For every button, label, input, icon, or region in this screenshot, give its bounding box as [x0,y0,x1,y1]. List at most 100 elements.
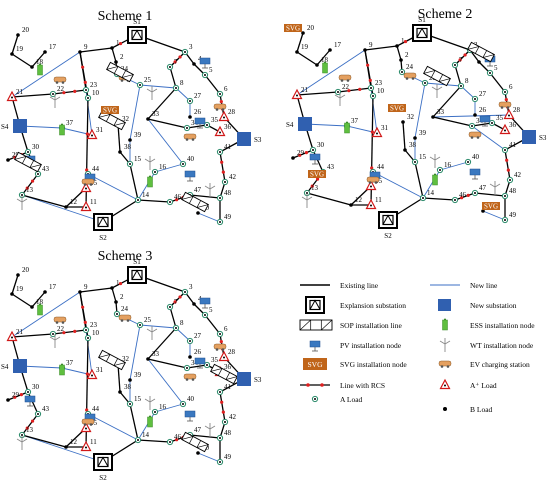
b-load-node [30,305,34,309]
rcs-marker [118,281,123,286]
devices [16,297,238,453]
rcs-marker [85,132,89,136]
existing-line [31,51,46,68]
node-label: 10 [377,87,385,95]
ess-icon [432,173,438,186]
a-load-node [398,68,406,76]
a-load-node [181,288,189,296]
substation-label-s2: S2 [99,234,107,242]
a-load-node [151,408,159,416]
a-load-node [468,122,476,130]
existing-line [79,291,87,331]
a-load-node [367,84,375,92]
node-label: 47 [479,184,487,192]
expansion-substation-s1 [127,26,147,44]
existing-line [31,291,46,308]
sop-icon [14,151,42,173]
new-line [139,324,177,329]
substation-label-s3: S3 [539,134,547,142]
legend-ess-node: ESS installation node [442,318,535,331]
svg-device: SVG [388,104,406,112]
a-load-node [84,94,92,102]
node-label: 44 [377,163,385,171]
a-load-node [136,321,144,329]
node-label: 2 [120,53,124,61]
existing-line [396,45,402,61]
legend-existing-line-text: Existing line [340,281,379,290]
existing-line [186,364,208,369]
existing-line [169,66,177,89]
rcs-marker [220,160,224,164]
rcs-marker [19,393,23,397]
ev-charging-icon [81,418,95,427]
rcs-marker [368,78,372,82]
rcs-marker [310,184,314,188]
node-label: 28 [513,106,521,114]
node-label: 27 [194,92,202,100]
ev-charging-icon [183,133,197,142]
svg-device: SVG [482,202,500,210]
legend-new-substation: New substation [438,299,517,311]
existing-line [7,391,29,401]
substation-label-s4: S4 [1,123,9,131]
node-label: 19 [301,43,309,51]
a-load-node [24,148,32,156]
a-load-node [451,61,459,69]
svg-badge [482,202,500,210]
ess-icon [442,318,448,331]
new-line [21,194,104,223]
new-line [372,171,424,199]
existing-line [312,149,324,173]
b-load-node [477,60,481,64]
a-load-node [471,95,479,103]
b-load-node [192,62,196,66]
new-substation-s4 [13,359,27,373]
a-load-node [34,170,42,178]
existing-line [21,173,39,196]
existing-line [414,161,424,199]
a-load-node [309,146,317,154]
a-load-node [166,438,174,446]
a-load-node [216,148,224,156]
rcs-marker [466,193,470,197]
rcs-marker [62,91,66,95]
rcs-marker [118,41,123,46]
rcs-marker [366,63,370,67]
new-line [175,87,191,102]
legend-sop-line-text: SOP installation line [340,321,402,330]
a-load-node [436,166,444,174]
b-load-node [10,292,14,296]
ess-icon [147,175,153,188]
new-line [129,324,141,381]
node-label: 37 [66,359,74,367]
a-load-node [221,178,229,186]
expansion-substation-s1 [127,266,147,284]
b-load-node [43,50,47,54]
node-label: 10 [92,89,100,97]
new-line [414,82,426,139]
existing-line [11,34,19,55]
b-load-node [431,115,435,119]
node-label: 30 [317,141,325,149]
node-label: 37 [66,119,74,127]
b-load-node [291,156,295,160]
b-load-node [196,451,200,455]
b-load-node [114,60,118,64]
existing-line [147,327,177,360]
b-load-node [315,63,319,67]
legend-sop-line: SOP installation line [299,319,402,331]
node-label: 35 [211,116,219,124]
legend-rcs-line-text: Line with RCS [340,381,385,390]
node-label: 18 [36,58,44,66]
node-label: 43 [42,165,50,173]
node-label: 49 [509,211,517,219]
b-load-node [401,120,405,124]
legend-b-load: B Load [443,405,493,414]
ess-icon [37,303,43,316]
node-label: 12 [70,438,78,446]
new-line [129,84,141,141]
rcs-marker [81,305,85,309]
b-load-node [295,50,299,54]
